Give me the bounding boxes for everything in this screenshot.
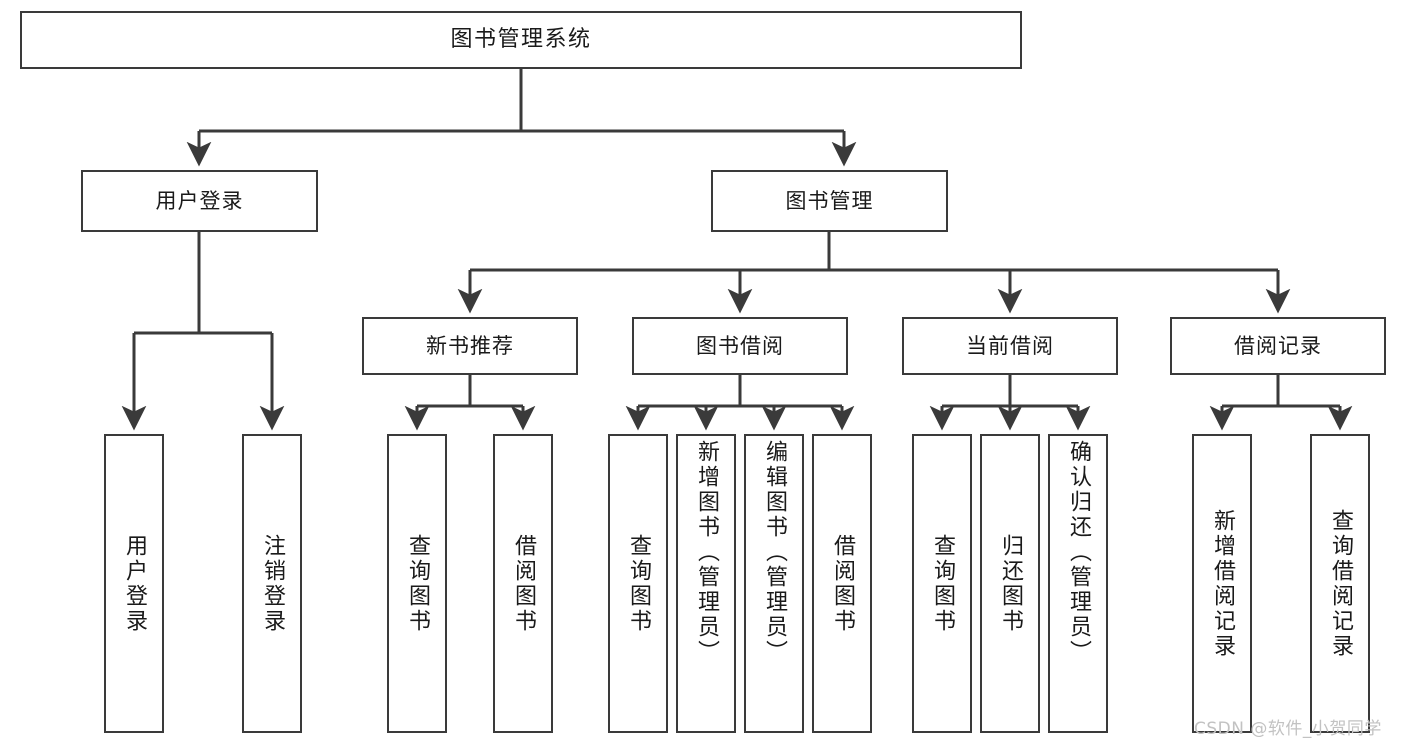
node-label: 借阅记录 <box>1234 333 1322 358</box>
leaf-currentborrow-query-book[interactable]: 查询图书 <box>912 434 972 733</box>
node-label: 归还图书 <box>998 533 1023 634</box>
node-label: 新增借阅记录 <box>1210 508 1235 659</box>
node-root-system[interactable]: 图书管理系统 <box>20 11 1022 69</box>
leaf-bookborrow-edit-book-admin[interactable]: 编辑图书（管理员） <box>744 434 804 733</box>
node-label: 当前借阅 <box>966 333 1054 358</box>
node-label: 查询图书 <box>626 533 651 634</box>
leaf-user-logout[interactable]: 注销登录 <box>242 434 302 733</box>
leaf-currentborrow-return-book[interactable]: 归还图书 <box>980 434 1040 733</box>
leaf-newbook-borrow-book[interactable]: 借阅图书 <box>493 434 553 733</box>
leaf-bookborrow-borrow-book[interactable]: 借阅图书 <box>812 434 872 733</box>
node-label: 借阅图书 <box>830 533 855 634</box>
leaf-borrowrecord-query-record[interactable]: 查询借阅记录 <box>1310 434 1370 733</box>
node-label: 新增图书（管理员） <box>694 440 719 665</box>
node-borrow-record[interactable]: 借阅记录 <box>1170 317 1386 375</box>
node-label: 图书借阅 <box>696 333 784 358</box>
node-user-login[interactable]: 用户登录 <box>81 170 318 232</box>
leaf-bookborrow-add-book-admin[interactable]: 新增图书（管理员） <box>676 434 736 733</box>
leaf-borrowrecord-add-record[interactable]: 新增借阅记录 <box>1192 434 1252 733</box>
node-label: 图书管理 <box>785 188 874 213</box>
node-label: 查询图书 <box>930 533 955 634</box>
node-book-borrow[interactable]: 图书借阅 <box>632 317 848 375</box>
leaf-user-login[interactable]: 用户登录 <box>104 434 164 733</box>
leaf-currentborrow-confirm-return-admin[interactable]: 确认归还（管理员） <box>1048 434 1108 733</box>
node-label: 借阅图书 <box>511 533 536 634</box>
leaf-newbook-query-book[interactable]: 查询图书 <box>387 434 447 733</box>
node-label: 查询借阅记录 <box>1328 508 1353 659</box>
node-label: 查询图书 <box>405 533 430 634</box>
node-label: 新书推荐 <box>426 333 514 358</box>
node-label: 图书管理系统 <box>450 27 592 53</box>
node-label: 用户登录 <box>122 533 147 634</box>
node-label: 注销登录 <box>260 533 285 634</box>
node-label: 用户登录 <box>155 188 244 213</box>
node-book-management[interactable]: 图书管理 <box>711 170 948 232</box>
leaf-bookborrow-query-book[interactable]: 查询图书 <box>608 434 668 733</box>
node-label: 确认归还（管理员） <box>1066 440 1091 665</box>
node-new-book-recommend[interactable]: 新书推荐 <box>362 317 578 375</box>
csdn-watermark: CSDN @软件_小贺同学 <box>1194 719 1382 739</box>
node-current-borrow[interactable]: 当前借阅 <box>902 317 1118 375</box>
node-label: 编辑图书（管理员） <box>762 440 787 665</box>
